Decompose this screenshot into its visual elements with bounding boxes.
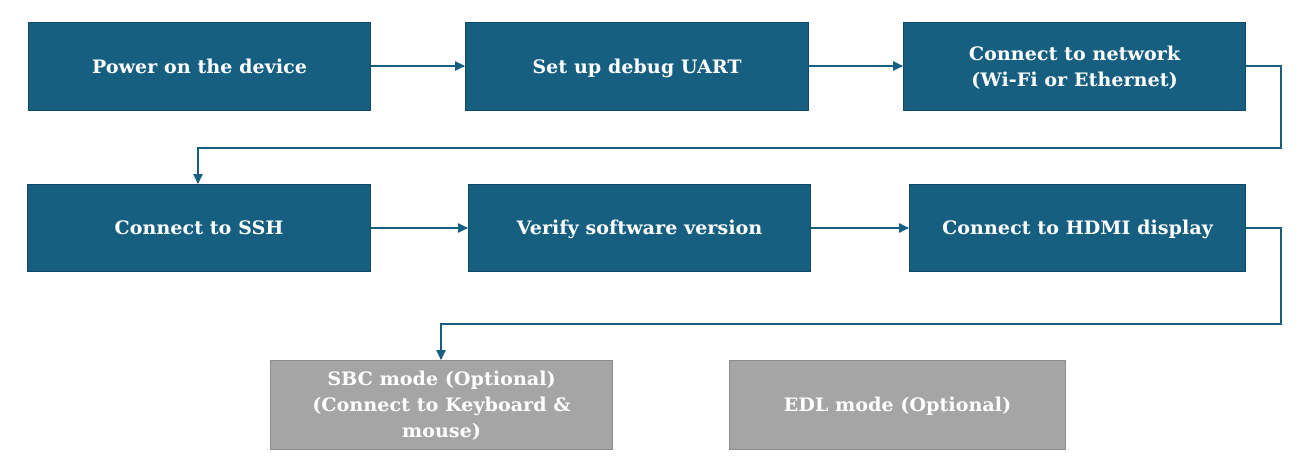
step-label: Connect to network (Wi-Fi or Ethernet) (968, 42, 1181, 91)
step-label: Connect to HDMI display (942, 217, 1213, 239)
step-label: EDL mode (Optional) (783, 394, 1012, 416)
step-power-on-device: Power on the device (28, 22, 371, 111)
step-edl-mode-optional: EDL mode (Optional) (729, 360, 1066, 450)
step-connect-to-ssh: Connect to SSH (27, 184, 371, 272)
step-label: Verify software version (516, 217, 763, 239)
step-label: Power on the device (91, 55, 308, 78)
step-set-up-debug-uart: Set up debug UART (465, 22, 809, 111)
step-verify-software-version: Verify software version (468, 184, 811, 272)
step-label: Set up debug UART (532, 55, 742, 78)
step-label: SBC mode (Optional) (Connect to Keyboard… (312, 368, 571, 442)
step-sbc-mode-optional: SBC mode (Optional) (Connect to Keyboard… (270, 360, 613, 450)
step-connect-to-hdmi-display: Connect to HDMI display (909, 184, 1246, 272)
step-label: Connect to SSH (114, 217, 284, 239)
step-connect-to-network: Connect to network (Wi-Fi or Ethernet) (903, 22, 1246, 111)
